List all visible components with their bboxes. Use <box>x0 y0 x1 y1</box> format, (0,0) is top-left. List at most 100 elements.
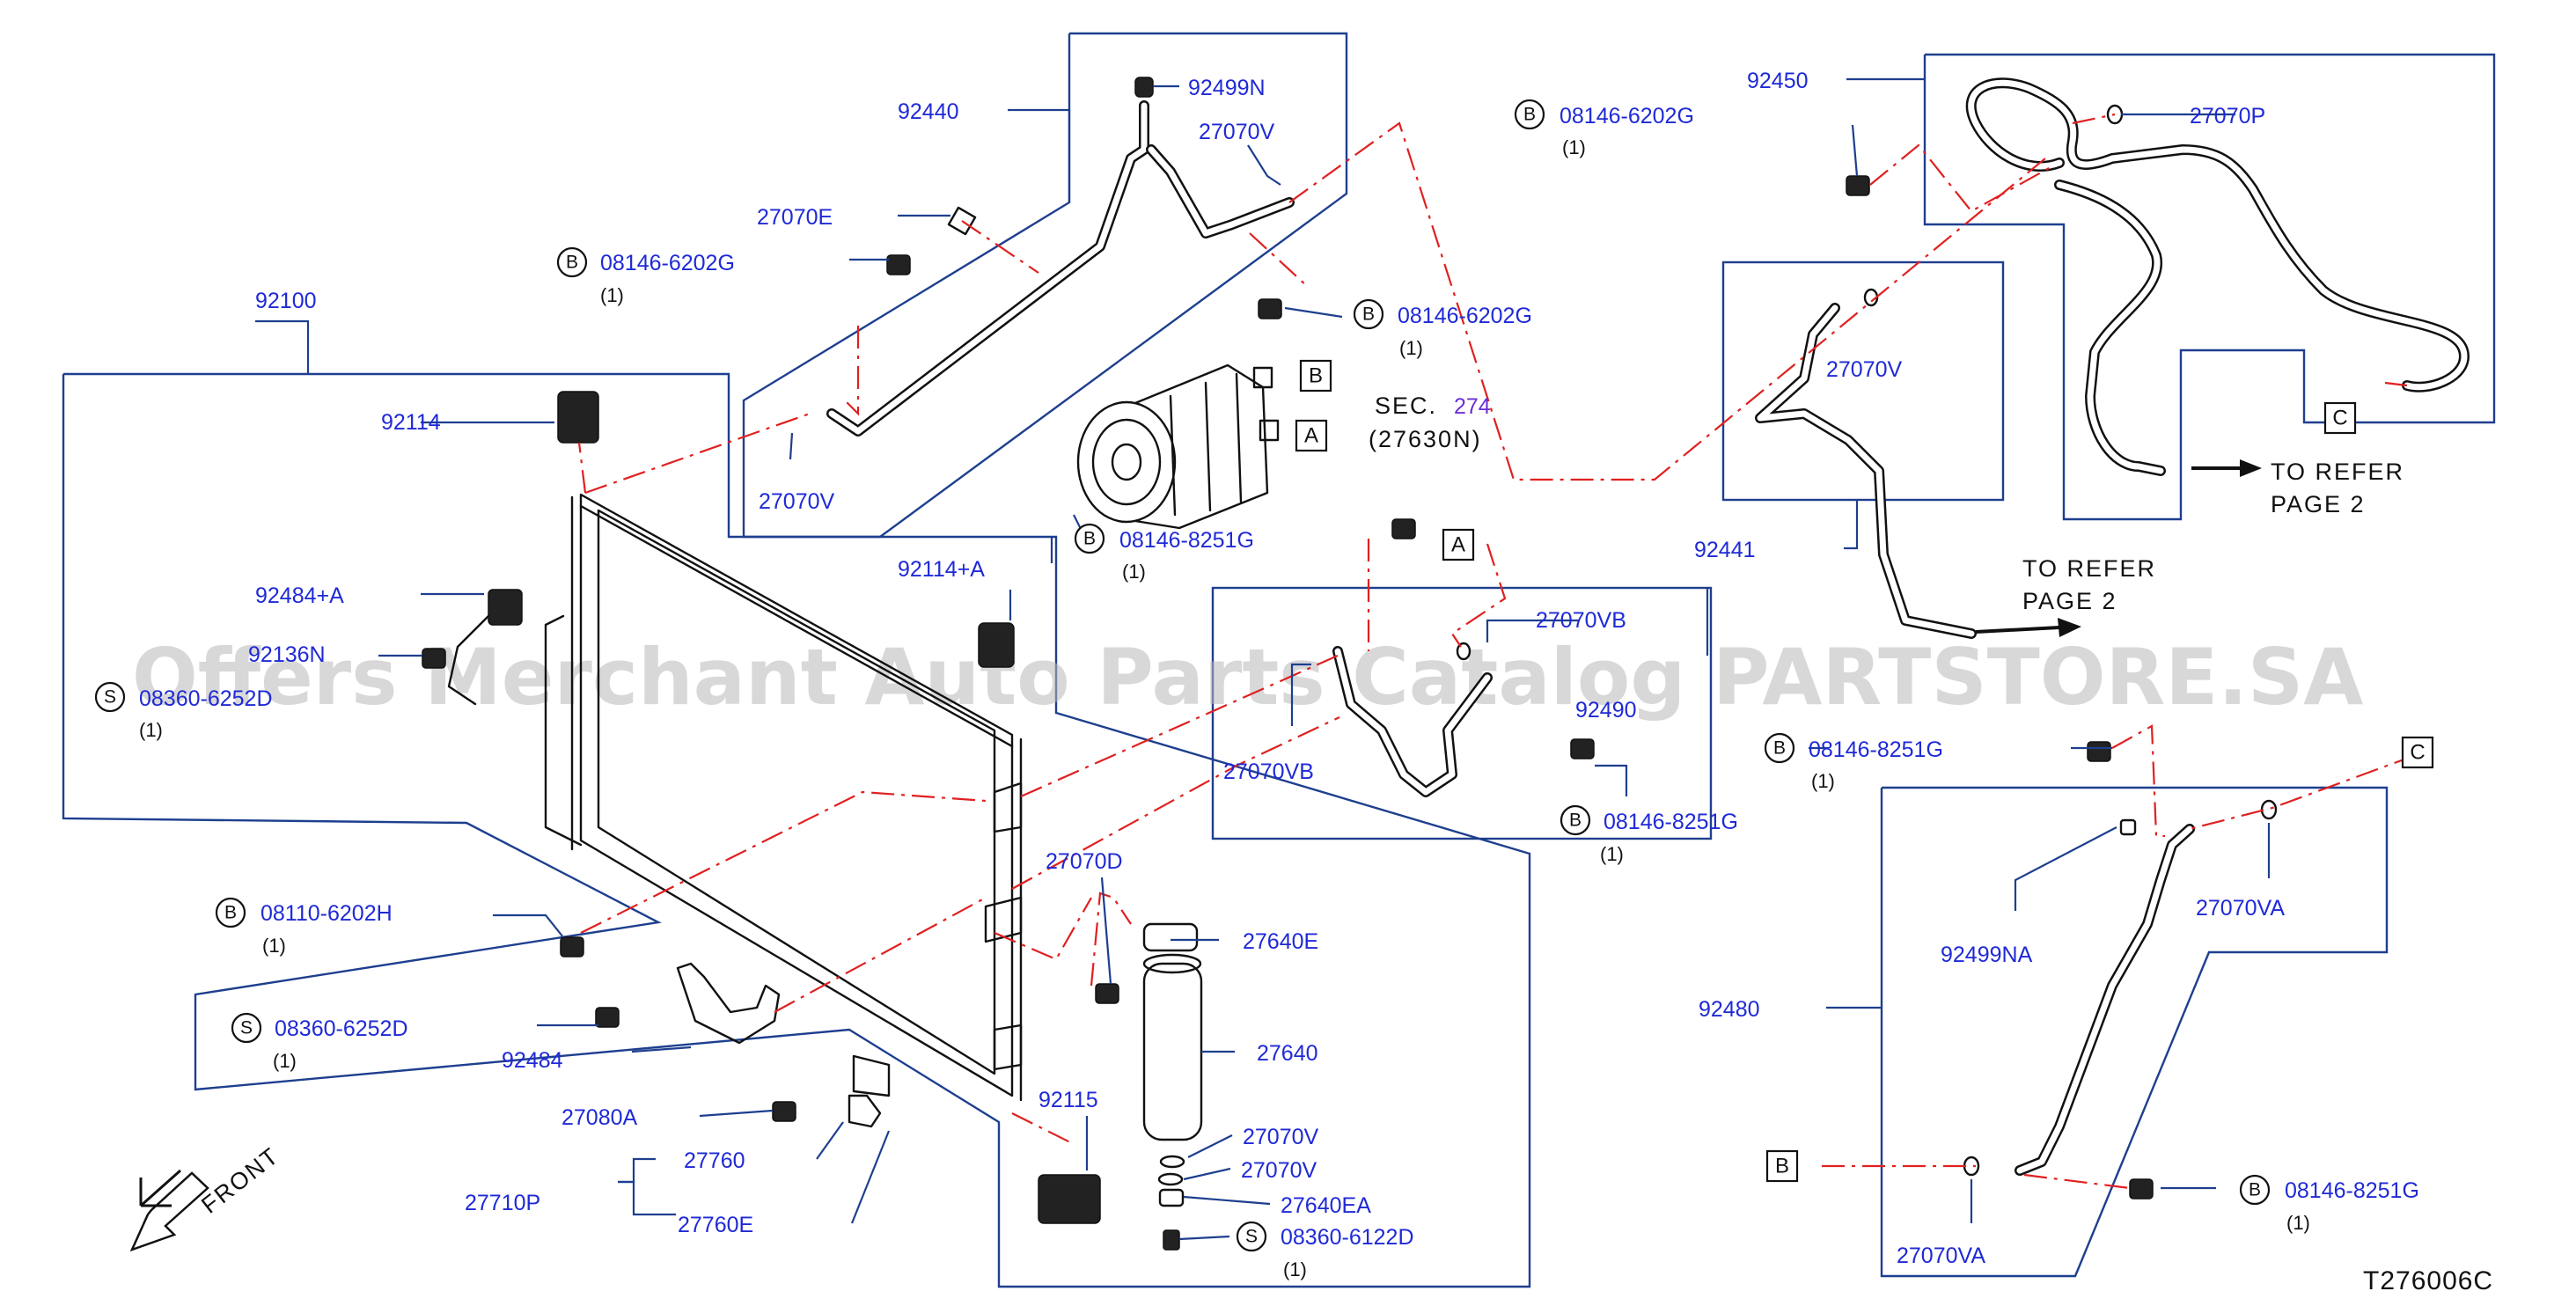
compressor-ribs <box>1169 372 1243 517</box>
link-92480-top <box>2111 724 2165 838</box>
receiver-drier <box>1142 922 1203 1251</box>
qty-1j: (1) <box>1811 770 1835 792</box>
label-92480: 92480 <box>1699 997 1760 1022</box>
bolts <box>422 175 2154 1200</box>
condenser-frame <box>579 493 1014 1097</box>
link-92440-to-condenser <box>1288 121 2051 481</box>
ref-boxes: B A A C C B <box>1295 359 2434 1183</box>
compressor-pulley-mid <box>1091 418 1162 506</box>
link-c-92450 <box>2384 381 2408 387</box>
drier-bolt <box>1163 1229 1180 1251</box>
qty-1k: (1) <box>2286 1212 2310 1234</box>
prefix-b-3: B <box>1083 529 1096 549</box>
link-drier-top <box>1090 891 1132 987</box>
prefix-b-5: B <box>224 903 237 923</box>
label-27080A: 27080A <box>561 1105 638 1130</box>
label-92484: 92484 <box>502 1048 563 1073</box>
connection-lines <box>577 113 2417 1190</box>
condenser-receiver-bracket <box>993 781 1023 833</box>
label-27070D: 27070D <box>1046 849 1123 874</box>
refer-note-a-line1: TO REFER <box>2271 459 2404 485</box>
label-92484A: 92484+A <box>255 583 344 608</box>
pipe-92450 <box>1965 77 2470 476</box>
link-lower-left <box>580 790 987 934</box>
outline-92480 <box>1880 786 2389 1278</box>
prefix-b-6: B <box>1523 105 1536 125</box>
part-labels: 92440 92499N 27070V 27070E B 08146-6202G… <box>94 69 2492 1295</box>
arrowhead-to-page2-a-icon <box>2240 459 2262 477</box>
label-sec-part: (27630N) <box>1369 426 1482 452</box>
drier-oring-2 <box>1157 1172 1184 1186</box>
link-condenser-in <box>584 412 811 495</box>
prefix-b-7: B <box>1773 738 1786 759</box>
bolt-b-92450 <box>1846 175 1870 196</box>
leaders <box>255 77 2271 1241</box>
link-condenser-mid <box>1011 716 1340 890</box>
oring-27070VA-top <box>2260 799 2278 820</box>
group-outlines <box>62 32 2496 1288</box>
outline-92100 <box>62 372 1531 1288</box>
qty-1b: (1) <box>1399 337 1423 359</box>
bolt-b-92480-top <box>2087 741 2111 762</box>
bolt-b-08110 <box>560 936 584 957</box>
refer-note-b-line2: PAGE 2 <box>2022 588 2117 614</box>
bracket-27760 <box>848 1094 882 1128</box>
prefix-b-8: B <box>2249 1180 2261 1200</box>
link-condenser-sensor <box>577 442 587 494</box>
qty-1f: (1) <box>262 935 286 957</box>
prefix-b-2: B <box>1362 304 1375 325</box>
label-08360-6122D: 08360-6122D <box>1281 1225 1414 1250</box>
compressor-pulley-outer <box>1076 400 1177 524</box>
label-92499NA: 92499NA <box>1941 943 2033 967</box>
label-92450: 92450 <box>1747 69 1809 93</box>
watermark-text: Offers Merchant Auto Parts Catalog PARTS… <box>132 632 2363 723</box>
prefix-s-3: S <box>1245 1227 1258 1247</box>
link-27070p <box>2072 113 2116 125</box>
arrows <box>129 459 2262 1252</box>
drier-plug-27640EA <box>1158 1188 1185 1207</box>
ref-box-a-compressor: A <box>1304 424 1318 448</box>
drier-oring-1 <box>1159 1155 1185 1169</box>
bolt-s-08360 <box>595 1007 620 1028</box>
link-92115 <box>1011 1112 1075 1145</box>
refer-note-b-line1: TO REFER <box>2022 555 2156 582</box>
sensor-92114 <box>557 391 599 444</box>
label-27070VB-top: 27070VB <box>1536 608 1626 633</box>
link-condenser-hose <box>1020 654 1339 798</box>
qty-1e: (1) <box>1600 843 1624 865</box>
qty-1i: (1) <box>1562 136 1586 158</box>
bracket-92484 <box>676 962 781 1045</box>
label-27710P: 27710P <box>465 1191 540 1215</box>
outline-92490 <box>1211 586 1713 840</box>
arrow-to-page2-b-icon <box>1975 626 2060 634</box>
prefix-b-1: B <box>566 253 578 273</box>
label-08146-6202G-a: 08146-6202G <box>600 251 735 275</box>
compressor-body <box>1134 363 1269 530</box>
ref-box-c-92480: C <box>2410 741 2425 765</box>
condenser-bottom-bracket <box>993 1024 1023 1071</box>
label-08146-8251G-d: 08146-8251G <box>2285 1178 2419 1203</box>
bolt-b-compressor <box>1258 298 1282 319</box>
compressor <box>1076 363 1280 530</box>
label-27070V-right: 27070V <box>1826 357 1903 382</box>
outline-92450 <box>1923 53 2496 521</box>
link-92484 <box>774 897 987 1013</box>
link-compressor-b <box>1249 232 1308 287</box>
ref-box-a-hose: A <box>1451 533 1465 557</box>
label-08146-8251G-b: 08146-8251G <box>1604 810 1738 834</box>
condenser-top-rail <box>579 504 1014 748</box>
bracket-27760E <box>852 1054 891 1097</box>
link-c-92480 <box>2189 753 2417 831</box>
label-92490: 92490 <box>1575 698 1637 723</box>
refer-note-a-line2: PAGE 2 <box>2271 491 2366 517</box>
bolt-b-92490 <box>1570 738 1595 759</box>
label-27640EA: 27640EA <box>1281 1193 1371 1218</box>
label-27070VB-bottom: 27070VB <box>1223 759 1314 784</box>
condenser-side-bracket <box>544 614 583 847</box>
bracket-92484A <box>488 589 523 626</box>
arrowhead-to-page2-b-icon <box>2058 618 2081 637</box>
label-sec-number: 274 <box>1454 394 1491 419</box>
bolt-s-92136N <box>422 648 446 669</box>
ref-box-b-92480: B <box>1775 1155 1789 1178</box>
label-08360-6252D-a: 08360-6252D <box>139 686 273 711</box>
